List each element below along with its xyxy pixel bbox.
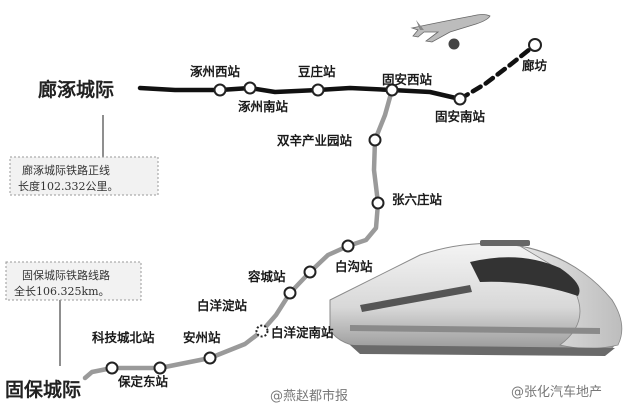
station-label-baoding-east: 保定东站 [117, 374, 169, 389]
station-label-baigou: 白沟站 [335, 259, 373, 274]
station-marker-baoding-east [105, 361, 119, 375]
station-label-shuangxin: 双辛产业园站 [276, 133, 353, 148]
langzhuo-line-extension [457, 42, 538, 102]
info-box-gubao-line2: 全长106.325km。 [14, 284, 110, 298]
line-title-langzhuo: 廊涿城际 [38, 78, 114, 101]
station-label-rongcheng: 容城站 [247, 269, 286, 284]
station-labels: 涿州西站 涿州南站 豆庄站 固安西站 固安南站 廊坊 双辛产业园站 张六庄站 白… [92, 58, 548, 389]
watermark-right: @张化汽车地产 [511, 384, 602, 400]
info-box-gubao: 固保城际铁路线路 全长106.325km。 [5, 261, 142, 301]
station-label-zhuozhou-south: 涿州南站 [238, 99, 289, 114]
station-label-anzhou: 安州站 [183, 330, 221, 345]
station-marker-guan-south [453, 92, 467, 106]
station-label-zhangliuzhuang: 张六庄站 [392, 192, 443, 207]
station-label-baiyangdian-south: 白洋淀南站 [271, 325, 334, 340]
station-markers [105, 38, 542, 375]
station-marker-guan-west [385, 83, 399, 97]
station-marker-baigou [341, 239, 355, 253]
station-marker-baiyangdian [283, 286, 297, 300]
station-marker-shuangxin [368, 133, 382, 147]
info-box-langzhuo-line1: 廊涿城际铁路正线 [22, 163, 110, 177]
station-label-langfang: 廊坊 [522, 58, 548, 73]
station-marker-anzhou [203, 351, 217, 365]
station-marker-douzhuang [311, 83, 325, 97]
station-label-kejicheng-north: 科技城北站 [92, 330, 155, 345]
station-marker-kejicheng-north [153, 361, 167, 375]
station-marker-zhuozhou-west [213, 83, 227, 97]
airplane-icon [410, 14, 491, 50]
station-label-douzhuang: 豆庄站 [298, 64, 336, 79]
watermark-left: @燕赵都市报 [270, 388, 348, 404]
station-marker-rongcheng [303, 265, 317, 279]
station-marker-zhuozhou-south [243, 81, 257, 95]
info-box-gubao-line1: 固保城际铁路线路 [22, 268, 110, 282]
station-label-baiyangdian: 白洋淀站 [197, 298, 248, 313]
info-box-langzhuo: 廊涿城际铁路正线 长度102.332公里。 [9, 156, 159, 196]
langzhuo-line [137, 85, 463, 102]
station-marker-baiyangdian-south [255, 324, 269, 338]
station-marker-zhangliuzhuang [371, 196, 385, 210]
line-title-gubao: 固保城际 [5, 378, 81, 401]
station-label-guan-west: 固安西站 [382, 72, 433, 87]
info-box-langzhuo-line2: 长度102.332公里。 [18, 179, 119, 193]
station-marker-langfang [528, 38, 542, 52]
station-label-zhuozhou-west: 涿州西站 [190, 64, 241, 79]
high-speed-train-illustration [329, 240, 623, 356]
station-label-guan-south: 固安南站 [435, 109, 486, 124]
